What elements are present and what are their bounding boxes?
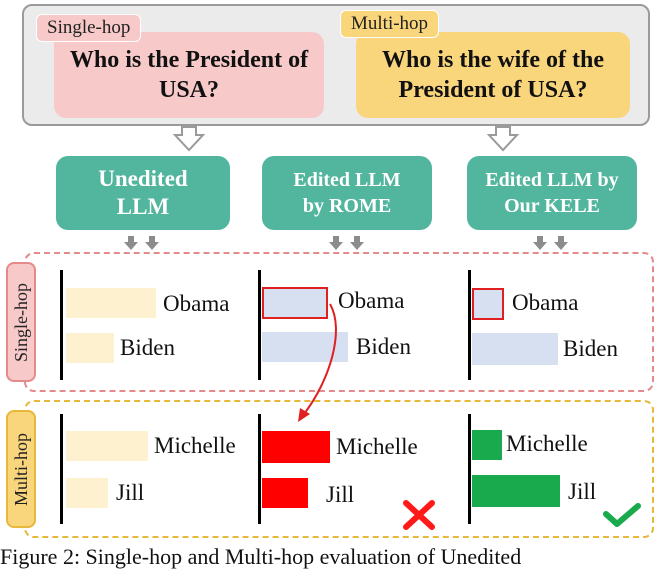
double-down-arrow-icon [124,236,568,250]
bar-rome-michelle [262,431,330,463]
figure-caption: Figure 2: Single-hop and Multi-hop evalu… [0,544,522,569]
label-unedited-michelle: Michelle [154,433,236,458]
multi-hop-question: Who is the wife of the President of USA? [356,32,630,118]
unedited-llm-box: Unedited LLM [56,156,230,230]
check-icon [603,503,641,527]
label-rome-jill: Jill [326,482,355,507]
label-rome-obama: Obama [338,288,405,313]
bar-unedited-jill [66,478,108,508]
bar-kele-obama [472,288,504,320]
label-kele-jill: Jill [568,479,597,504]
bar-unedited-obama [66,288,156,318]
bar-kele-jill [472,475,560,507]
bar-kele-biden [472,333,558,365]
bar-kele-michelle [472,430,502,460]
label-unedited-jill: Jill [116,480,145,505]
bar-unedited-biden [66,333,114,363]
unedited-llm-label: Unedited LLM [98,166,188,219]
axis-rome-multi [258,414,261,524]
label-rome-biden: Biden [356,334,411,359]
label-unedited-biden: Biden [120,335,175,360]
single-hop-tag: Single-hop [36,14,142,42]
multi-hop-row-tab: Multi-hop [6,410,36,528]
bar-rome-jill [262,478,308,508]
axis-kele-single [468,270,471,380]
rome-llm-box: Edited LLM by ROME [262,156,432,230]
axis-unedited-multi [60,414,63,524]
bar-unedited-michelle [66,431,148,461]
axis-kele-multi [468,414,471,524]
label-kele-biden: Biden [563,336,618,361]
single-hop-question: Who is the President of USA? [54,32,324,118]
label-kele-obama: Obama [512,290,579,315]
label-unedited-obama: Obama [163,291,230,316]
cross-icon [403,500,435,530]
kele-llm-label: Edited LLM by Our KELE [485,169,619,217]
axis-unedited-single [60,270,63,380]
bar-rome-obama [262,287,328,319]
label-rome-michelle: Michelle [336,434,418,459]
kele-llm-box: Edited LLM by Our KELE [467,156,637,230]
single-hop-row-tab: Single-hop [6,262,36,382]
axis-rome-single [258,270,261,380]
hollow-arrow-icon [172,126,520,152]
multi-hop-tag: Multi-hop [340,10,440,38]
label-kele-michelle: Michelle [506,431,588,456]
rome-llm-label: Edited LLM by ROME [293,169,401,217]
